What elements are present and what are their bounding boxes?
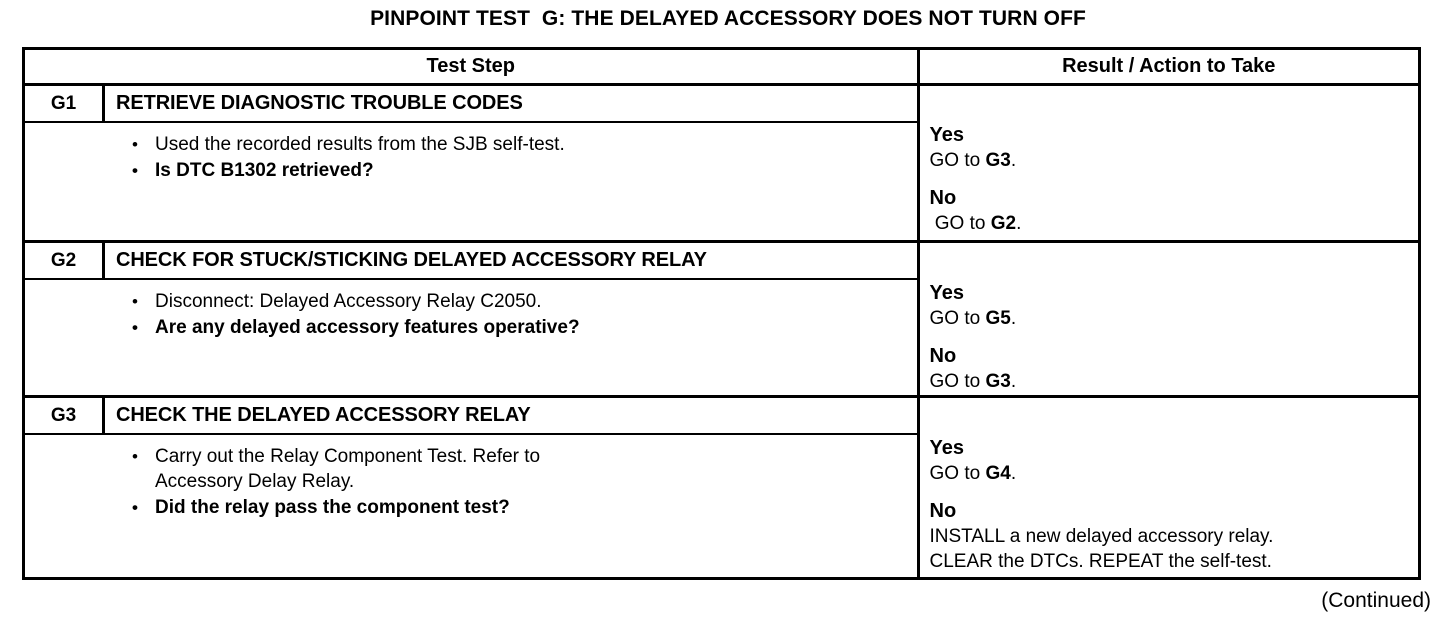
table-row: G1 RETRIEVE DIAGNOSTIC TROUBLE CODES • U… [25, 84, 1419, 243]
bullet-text: Are any delayed accessory features opera… [155, 317, 580, 338]
result-action-target: G2 [990, 213, 1017, 234]
result-action-yes: GO to G3. [930, 148, 1419, 173]
result-action-suffix: . [1016, 213, 1022, 234]
table-row: G3 CHECK THE DELAYED ACCESSORY RELAY • C… [25, 396, 1418, 578]
bullet-icon: • [132, 292, 138, 311]
result-action-prefix: INSTALL a new delayed accessory relay. C… [929, 526, 1274, 572]
result-label-no: No [929, 500, 957, 522]
result-spacer [930, 173, 1419, 186]
result-cell-g1: Yes GO to G3. No GO to G2. [918, 84, 1419, 243]
step-cell-g3: G3 CHECK THE DELAYED ACCESSORY RELAY • C… [25, 396, 920, 577]
result-action-suffix: . [1010, 371, 1017, 392]
result-action-prefix: GO to [929, 150, 986, 171]
result-action-prefix: GO to [929, 463, 986, 484]
bullet-icon: • [132, 318, 138, 337]
step-title-g1: RETRIEVE DIAGNOSTIC TROUBLE CODES [116, 92, 523, 114]
list-item: • Carry out the Relay Component Test. Re… [25, 444, 917, 494]
bullet-text: Carry out the Relay Component Test. Refe… [155, 446, 541, 492]
bullet-icon: • [132, 447, 138, 466]
column-header-result-action: Result / Action to Take [918, 50, 1418, 86]
result-label-no: No [929, 187, 957, 209]
bullet-text: Did the relay pass the component test? [155, 497, 510, 518]
result-label-yes: Yes [929, 282, 964, 304]
step-code-g3: G3 [25, 398, 105, 433]
step-body-g2: • Disconnect: Delayed Accessory Relay C2… [25, 280, 917, 395]
list-item: • Used the recorded results from the SJB… [25, 132, 917, 157]
result-cell-g2: Yes GO to G5. No GO to G3. [918, 241, 1419, 398]
step-title-g2: CHECK FOR STUCK/STICKING DELAYED ACCESSO… [116, 249, 707, 271]
bullet-text: Disconnect: Delayed Accessory Relay C205… [155, 291, 542, 312]
table-header-row: Test Step Result / Action to Take [25, 50, 1418, 86]
continued-note: (Continued) [1321, 589, 1431, 612]
step-header-g3: G3 CHECK THE DELAYED ACCESSORY RELAY [25, 398, 917, 435]
step-bullet-list-g2: • Disconnect: Delayed Accessory Relay C2… [25, 289, 917, 340]
table-row: G2 CHECK FOR STUCK/STICKING DELAYED ACCE… [25, 241, 1419, 398]
list-item: • Disconnect: Delayed Accessory Relay C2… [25, 289, 917, 314]
bullet-icon: • [132, 161, 138, 180]
pinpoint-test-table: Test Step Result / Action to Take G1 RET… [22, 47, 1421, 580]
result-action-no: GO to G2. [930, 211, 1419, 236]
bullet-icon: • [132, 135, 138, 154]
result-spacer [930, 331, 1419, 344]
step-body-g1: • Used the recorded results from the SJB… [25, 123, 917, 240]
list-item: • Did the relay pass the component test? [25, 495, 917, 520]
result-action-prefix: GO to [929, 308, 986, 329]
result-spacer [930, 486, 1419, 499]
step-bullet-list-g1: • Used the recorded results from the SJB… [25, 132, 917, 183]
step-code-g2: G2 [25, 243, 105, 278]
result-action-prefix: GO to [929, 213, 991, 234]
step-title-g3: CHECK THE DELAYED ACCESSORY RELAY [116, 404, 531, 426]
result-action-suffix: . [1010, 463, 1017, 484]
result-label-yes: Yes [929, 437, 964, 459]
result-action-no: INSTALL a new delayed accessory relay. C… [930, 524, 1419, 574]
bullet-icon: • [132, 498, 138, 517]
result-action-target: G4 [985, 463, 1011, 484]
result-action-yes: GO to G4. [930, 461, 1419, 486]
result-label-no: No [929, 345, 957, 367]
result-label-yes: Yes [929, 124, 964, 146]
list-item: • Are any delayed accessory features ope… [25, 315, 917, 340]
result-action-suffix: . [1010, 150, 1017, 171]
result-content-g2: Yes GO to G5. No GO to G3. [920, 243, 1419, 394]
result-action-no: GO to G3. [930, 369, 1419, 394]
column-header-test-step: Test Step [25, 50, 920, 86]
result-action-prefix: GO to [929, 371, 986, 392]
bullet-text: Used the recorded results from the SJB s… [155, 134, 565, 155]
step-header-g1: G1 RETRIEVE DIAGNOSTIC TROUBLE CODES [25, 86, 917, 123]
step-code-g1: G1 [25, 86, 105, 121]
result-action-yes: GO to G5. [930, 306, 1419, 331]
result-action-target: G5 [985, 308, 1011, 329]
step-cell-g2: G2 CHECK FOR STUCK/STICKING DELAYED ACCE… [25, 241, 920, 398]
result-action-target: G3 [985, 150, 1011, 171]
result-cell-g3: Yes GO to G4. No INSTALL a new delayed a… [918, 397, 1418, 578]
list-item: • Is DTC B1302 retrieved? [25, 158, 917, 183]
step-body-g3: • Carry out the Relay Component Test. Re… [25, 435, 917, 577]
result-action-suffix: . [1010, 308, 1017, 329]
step-bullet-list-g3: • Carry out the Relay Component Test. Re… [25, 444, 917, 520]
step-cell-g1: G1 RETRIEVE DIAGNOSTIC TROUBLE CODES • U… [25, 84, 920, 243]
result-action-target: G3 [985, 371, 1011, 392]
bullet-text: Is DTC B1302 retrieved? [155, 160, 374, 181]
page-title: PINPOINT TEST G: THE DELAYED ACCESSORY D… [370, 7, 1086, 30]
result-content-g1: Yes GO to G3. No GO to G2. [920, 86, 1419, 236]
step-header-g2: G2 CHECK FOR STUCK/STICKING DELAYED ACCE… [25, 243, 917, 280]
result-content-g3: Yes GO to G4. No INSTALL a new delayed a… [920, 398, 1419, 574]
